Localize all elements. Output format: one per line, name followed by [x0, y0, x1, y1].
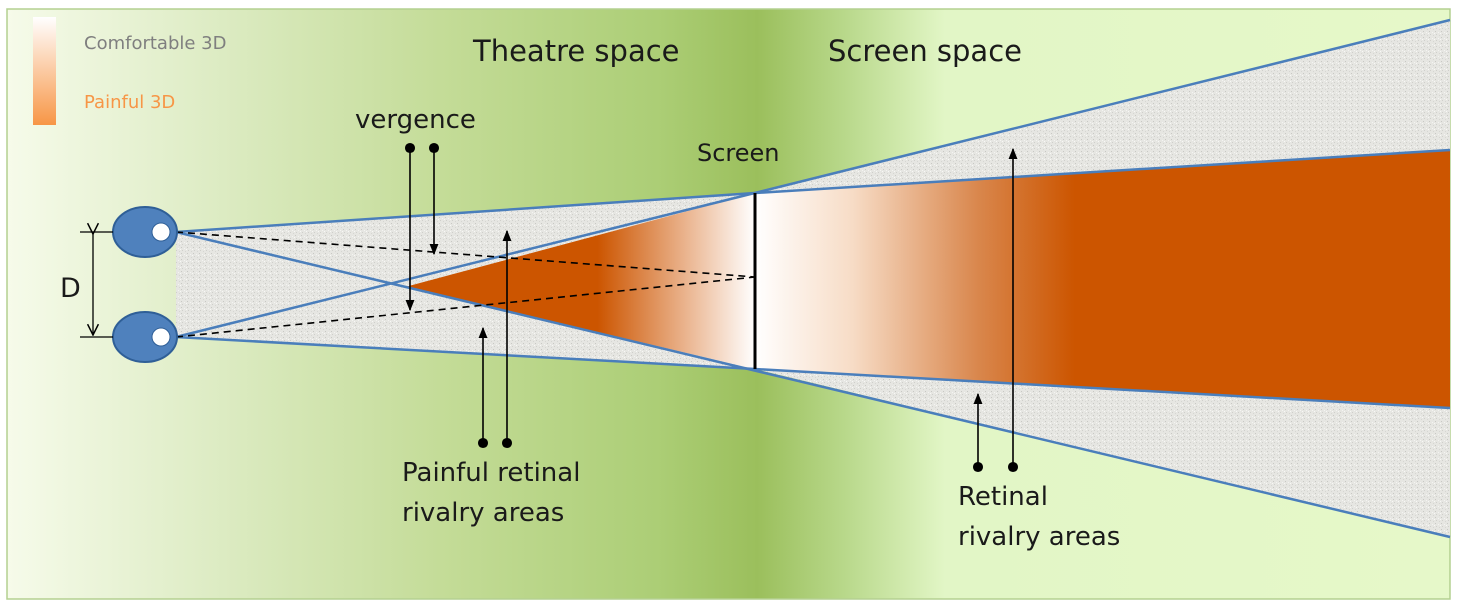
interocular-dimension	[80, 232, 113, 338]
interocular-distance-label: D	[60, 273, 81, 304]
rivalry-label-line2: rivalry areas	[958, 522, 1120, 552]
vergence-dashed-lines	[175, 231, 756, 338]
screen-space-title: Screen space	[828, 34, 1022, 68]
frustum-lines	[175, 18, 1451, 539]
screen-label: Screen	[697, 139, 780, 167]
vergence-arrows	[404, 142, 440, 312]
painful-zone-screen	[755, 150, 1450, 408]
painful-zone-theatre	[405, 193, 755, 369]
rivalry-label-line1: Retinal	[958, 482, 1048, 512]
painful-rivalry-label-line2: rivalry areas	[402, 498, 564, 528]
theatre-space-title: Theatre space	[472, 34, 680, 68]
legend-comfortable-label: Comfortable 3D	[84, 33, 227, 54]
painful-rivalry-label-line1: Painful retinal	[402, 458, 580, 488]
legend-gradient-bar	[33, 17, 56, 125]
legend-painful-label: Painful 3D	[84, 92, 175, 113]
left-eye-top	[112, 206, 178, 258]
painful-rivalry-arrows	[477, 229, 513, 449]
rivalry-arrows	[972, 147, 1019, 473]
right-eye-bottom	[112, 311, 178, 363]
vergence-label: vergence	[355, 105, 476, 135]
